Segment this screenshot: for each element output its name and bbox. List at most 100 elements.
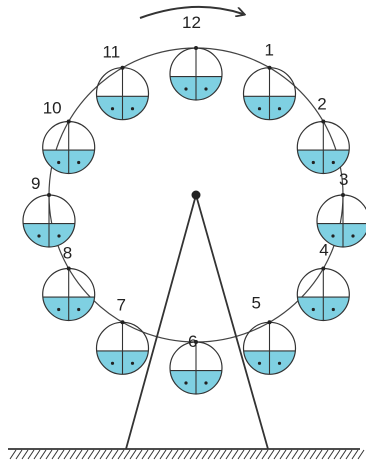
hatch-line <box>201 449 209 460</box>
cabin-dot <box>204 87 208 91</box>
hatch-line <box>141 449 149 460</box>
hatch-line <box>153 449 161 460</box>
hatch-line <box>51 449 59 460</box>
hatch-line <box>303 449 311 460</box>
cabin-dot <box>331 307 335 312</box>
support-frame <box>125 194 269 450</box>
hatch-line <box>345 449 353 460</box>
ground <box>8 448 365 460</box>
cabin-dot <box>110 361 115 365</box>
hatch-line <box>309 449 317 460</box>
cabin-dot <box>184 87 188 91</box>
ground-hatching <box>9 449 365 460</box>
hatch-line <box>39 449 47 460</box>
cabin-dot <box>277 361 282 365</box>
cabin-dot <box>331 234 335 238</box>
hatch-line <box>207 449 215 460</box>
hatch-line <box>321 449 329 460</box>
hatch-line <box>69 449 77 460</box>
hatch-line <box>195 449 203 460</box>
hatch-line <box>219 449 227 460</box>
cabin-11: 11 <box>95 43 150 121</box>
cabin-12: 12 <box>169 13 223 101</box>
cabin-pivot <box>194 340 198 344</box>
hatch-line <box>357 449 365 460</box>
hatch-line <box>111 449 119 460</box>
hatch-line <box>327 449 335 460</box>
cabin-dot <box>257 107 262 111</box>
hatch-line <box>147 449 155 460</box>
hatch-line <box>129 449 137 460</box>
hatch-line <box>237 449 245 460</box>
cabin-dot <box>57 307 61 312</box>
curved-arrow-clockwise-icon <box>139 5 243 19</box>
hatch-line <box>351 449 359 460</box>
cabin-pivot <box>321 266 326 271</box>
hatch-line <box>243 449 251 460</box>
hatch-line <box>285 449 293 460</box>
cabin-label: 6 <box>188 332 197 351</box>
hatch-line <box>33 449 41 460</box>
cabin-pivot <box>267 320 272 325</box>
cabin-pivot <box>321 119 326 124</box>
hatch-line <box>267 449 275 460</box>
cabin-dot <box>37 234 41 238</box>
hatch-line <box>183 449 191 460</box>
cabin-dot <box>110 107 115 111</box>
cabin-label: 10 <box>43 99 62 118</box>
cabin-label: 3 <box>339 170 348 189</box>
hatch-line <box>279 449 287 460</box>
cabin-dot <box>351 234 355 238</box>
hatch-line <box>159 449 167 460</box>
hatch-line <box>27 449 35 460</box>
cabin-dot <box>257 361 262 365</box>
cabin-9: 9 <box>22 174 76 248</box>
hatch-line <box>249 449 257 460</box>
hatch-line <box>9 449 17 460</box>
cabin-label: 9 <box>31 174 40 193</box>
hatch-line <box>273 449 281 460</box>
hatch-line <box>87 449 95 460</box>
cabin-dot <box>277 107 282 111</box>
cabin-pivot <box>267 65 272 70</box>
cabin-pivot <box>47 193 51 197</box>
cabin-dot <box>204 381 208 385</box>
hatch-line <box>255 449 263 460</box>
cabin-pivot <box>66 119 71 124</box>
hatch-line <box>315 449 323 460</box>
hatch-line <box>123 449 131 460</box>
cabin-dot <box>130 361 135 365</box>
cabin-label: 4 <box>319 241 328 260</box>
cabin-2: 2 <box>296 95 350 175</box>
hatch-line <box>105 449 113 460</box>
hatch-line <box>297 449 305 460</box>
hatch-line <box>339 449 347 460</box>
cabin-dot <box>311 160 315 165</box>
hatch-line <box>189 449 197 460</box>
cabin-dot <box>57 234 61 238</box>
cabin-dot <box>184 381 188 385</box>
cabin-5: 5 <box>242 293 297 375</box>
hatch-line <box>63 449 71 460</box>
cabin-label: 11 <box>103 43 121 62</box>
cabin-label: 8 <box>63 244 72 263</box>
hatch-line <box>57 449 65 460</box>
wheel-hub <box>191 190 201 200</box>
cabin-label: 2 <box>317 95 326 114</box>
hatch-line <box>171 449 179 460</box>
hatch-line <box>213 449 221 460</box>
cabin-pivot <box>194 46 198 50</box>
hatch-line <box>225 449 233 460</box>
hatch-line <box>231 449 239 460</box>
cabin-label: 5 <box>252 293 261 312</box>
cabin-dot <box>77 307 81 312</box>
cabin-pivot <box>120 320 125 325</box>
hatch-line <box>291 449 299 460</box>
hatch-line <box>177 449 185 460</box>
cabin-4: 4 <box>296 241 350 322</box>
cabin-6: 6 <box>169 332 223 395</box>
cabin-label: 12 <box>182 13 201 32</box>
hatch-line <box>45 449 53 460</box>
hatch-line <box>75 449 83 460</box>
